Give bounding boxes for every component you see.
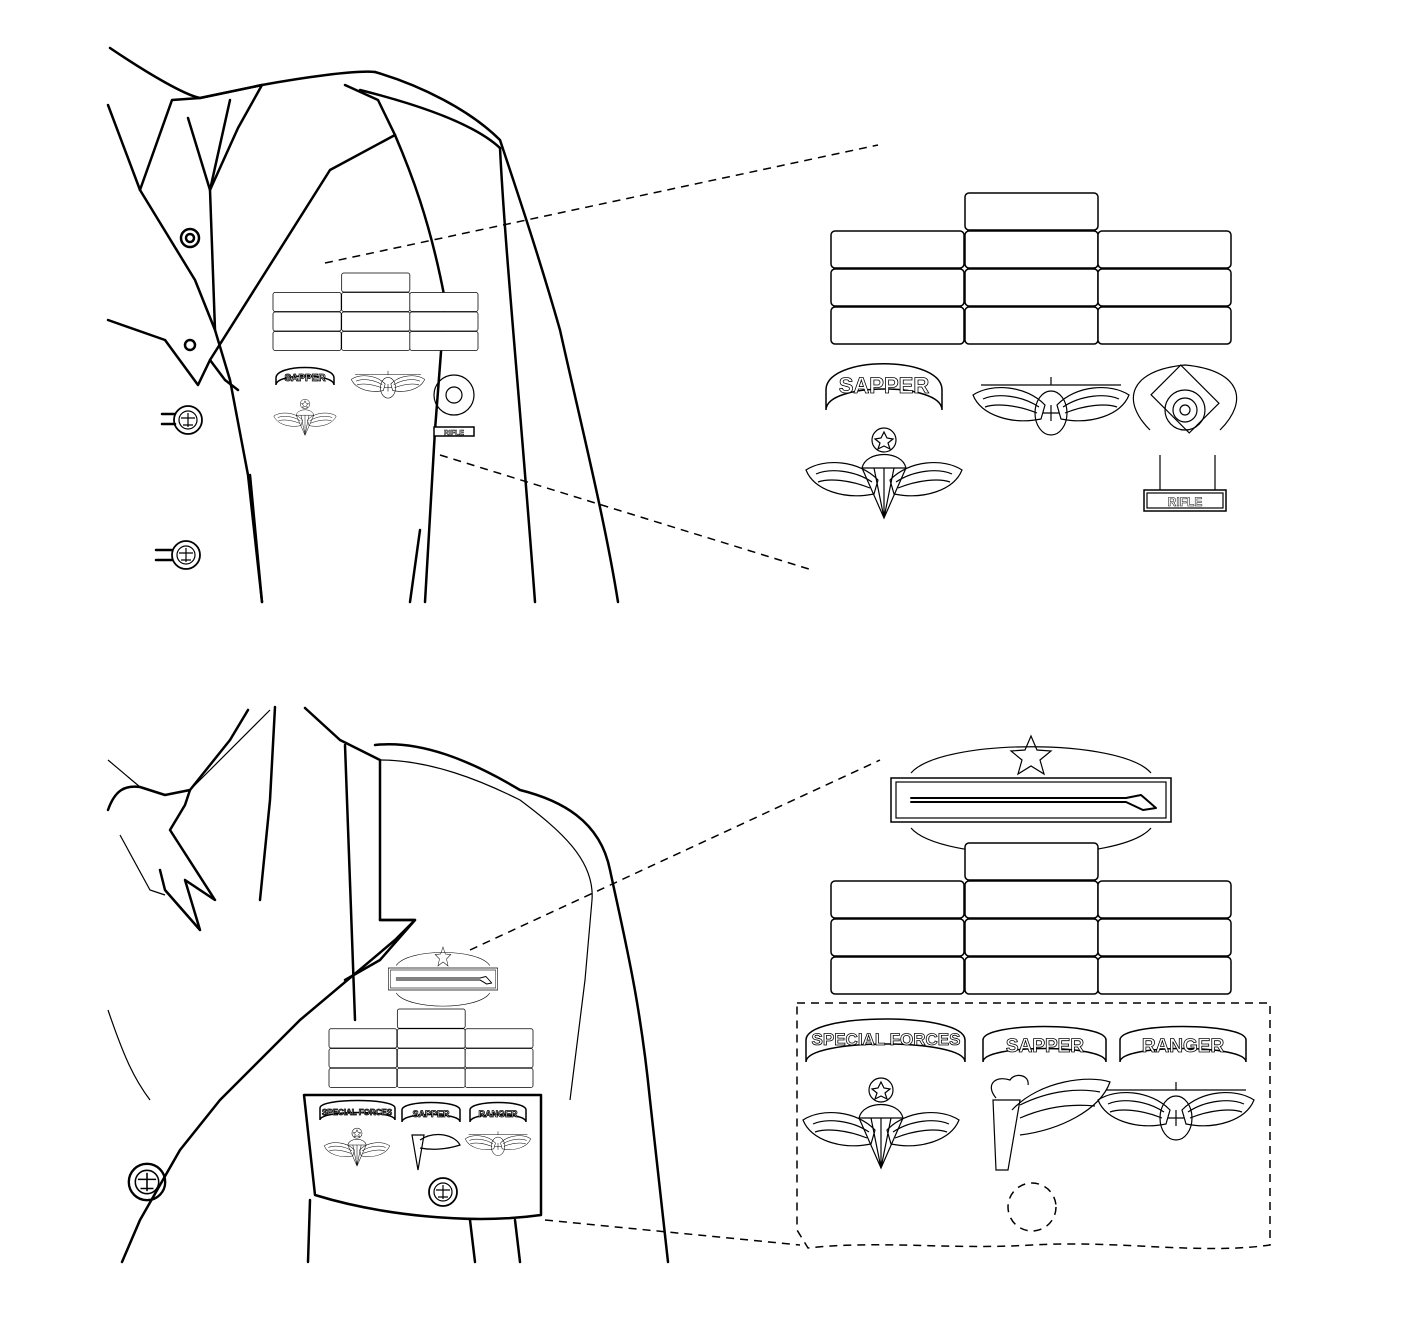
master-parachutist-badge (803, 1078, 959, 1168)
ribbon-rack-zoomed (830, 842, 1232, 995)
small-badges-top: SAPPER RIFLE (274, 366, 475, 437)
sapper-tab-bottom-text: SAPPER (1006, 1036, 1084, 1057)
pocket-button-eagle (428, 1177, 458, 1207)
callout-line (439, 454, 813, 571)
pocket-outline (796, 1002, 1271, 1250)
button-loop (154, 548, 174, 562)
button-loop (160, 412, 177, 426)
ranger-tab-text: RANGER (1142, 1036, 1225, 1057)
pocket-button-placeholder (1007, 1182, 1057, 1232)
callout-line (544, 1219, 801, 1246)
air-assault-badge (1098, 1082, 1254, 1140)
jacket-button-eagle (173, 405, 203, 435)
callout-line (469, 759, 881, 951)
jacket-button-eagle (127, 1162, 167, 1202)
sapper-tab-bottom-zoomed: SAPPER (982, 1025, 1107, 1063)
ribbon-rack-small (272, 272, 479, 351)
shirt-button-center (184, 232, 196, 244)
shirt-button (183, 338, 197, 352)
small-sapper-tab: SAPPER (284, 373, 326, 384)
special-forces-tab-text: SPECIAL FORCES (812, 1030, 961, 1049)
rifle-bar-text: RIFLE (1168, 495, 1203, 509)
special-forces-tab-zoomed: SPECIAL FORCES (805, 1018, 966, 1063)
shirt-button (179, 227, 201, 249)
expert-marksmanship-badge: RIFLE (1132, 364, 1238, 512)
ranger-tab-zoomed: RANGER (1119, 1025, 1247, 1063)
combat-infantryman-badge (890, 735, 1172, 856)
small-rifle-bar: RIFLE (444, 430, 465, 437)
small-badges-bottom: SPECIAL FORCES SAPPER RANGER (319, 1099, 531, 1171)
bottom-jacket (106, 705, 670, 1264)
cib-small (387, 946, 499, 1007)
master-parachutist-badge (806, 428, 962, 518)
air-assault-badge (973, 377, 1129, 435)
sapper-tab-zoomed: SAPPER (825, 363, 943, 411)
ribbon-rack-small (328, 1008, 534, 1088)
callout-line (324, 144, 879, 264)
jacket-button-eagle (171, 540, 201, 570)
sapper-tab-text: SAPPER (839, 373, 930, 398)
ribbon-rack-zoomed (830, 192, 1232, 345)
small-sapper-tab: SAPPER (412, 1109, 450, 1119)
small-ranger-tab: RANGER (478, 1109, 518, 1119)
pathfinder-badge (990, 1074, 1111, 1171)
small-sf-tab: SPECIAL FORCES (322, 1108, 393, 1117)
